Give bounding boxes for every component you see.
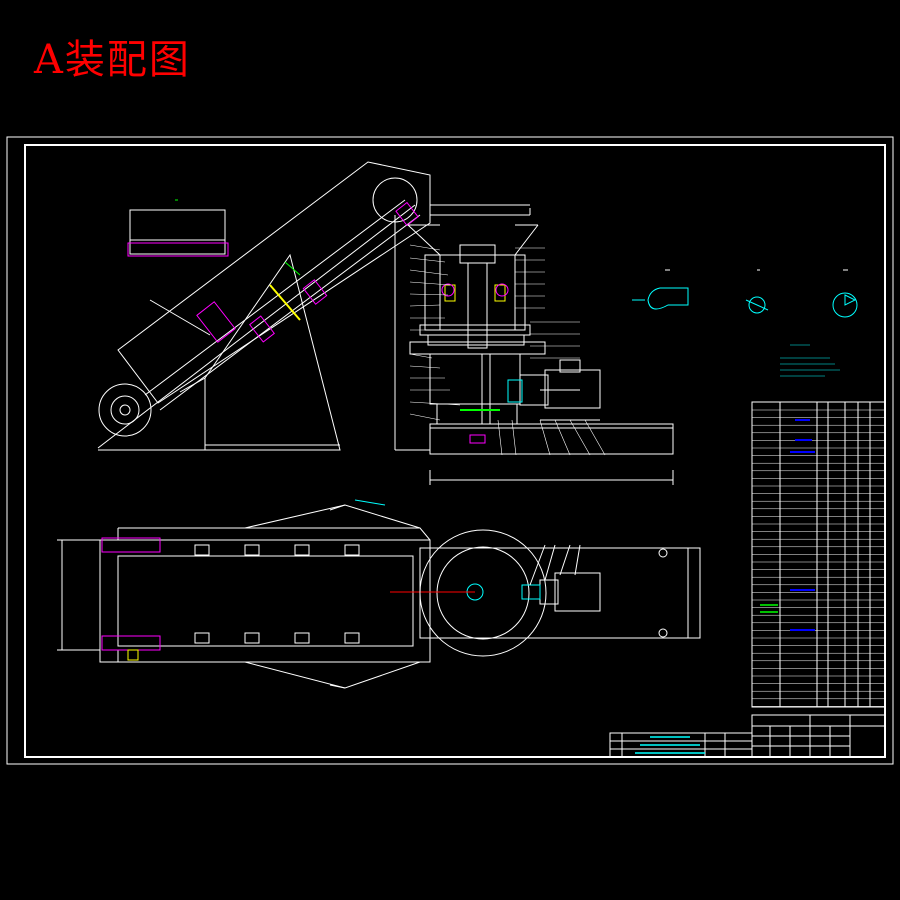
detail-section-c (832, 269, 858, 318)
title-block (609, 714, 886, 758)
tail-drum (98, 383, 152, 437)
crusher-section-view (394, 204, 674, 485)
motor-reducer (507, 359, 601, 421)
parts-list-table (751, 401, 886, 708)
inner-frame (24, 144, 886, 758)
outer-frame (6, 136, 894, 765)
page-title: A装配图 (34, 37, 191, 83)
conveyor-end-detail (127, 199, 229, 257)
inclined-conveyor-side-view (97, 161, 431, 451)
plan-view (57, 499, 701, 689)
technical-requirements-note (780, 344, 840, 377)
section-details (632, 269, 858, 377)
detail-section-b (745, 269, 769, 314)
detail-section-a (632, 269, 689, 310)
